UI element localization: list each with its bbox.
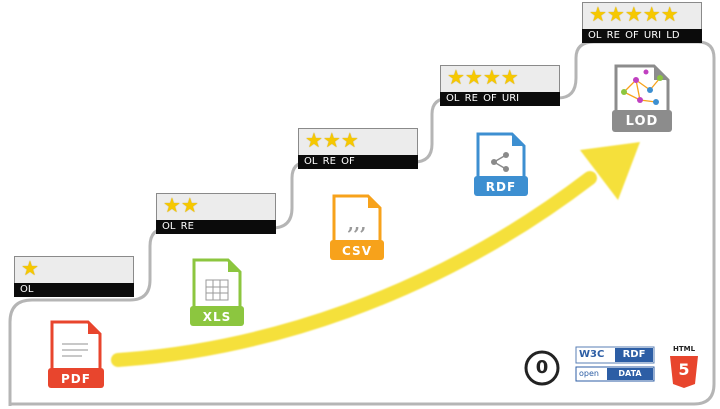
open-license-zero: 0 [535, 357, 549, 378]
html-text: HTML [672, 345, 696, 353]
pdf-file-icon [48, 320, 104, 388]
lod-file-icon [612, 64, 672, 132]
star-level-3-card: ★★★ OL RE OF [298, 128, 418, 169]
csv-file-icon: ,,, [330, 194, 384, 260]
level-label: OL RE OF URI [440, 92, 560, 106]
html5-number: 5 [678, 360, 690, 379]
star-level-1-card: ★ OL [14, 256, 134, 297]
svg-text:,,,: ,,, [348, 214, 367, 235]
w3c-text: W3C [579, 349, 605, 360]
open-license-logo [524, 350, 560, 386]
data-text: DATA [618, 369, 642, 378]
w3c-rdf-logo [575, 346, 655, 382]
xls-label: XLS [202, 310, 232, 324]
star-level-2-card: ★★ OL RE [156, 193, 276, 234]
star-level-5-card: ★★★★★ OL RE OF URI LD [582, 2, 702, 43]
level-label: OL RE [156, 220, 276, 234]
growth-arrow [111, 171, 597, 367]
csv-label: CSV [342, 244, 372, 258]
html5-logo [670, 356, 698, 388]
rdf-file-icon [474, 132, 528, 196]
lod-label: LOD [625, 114, 659, 129]
star-level-4-card: ★★★★ OL RE OF URI [440, 65, 560, 106]
star-rating: ★★ [163, 193, 199, 217]
level-label: OL RE OF [298, 155, 418, 169]
growth-arrow-head [580, 142, 640, 200]
level-label: OL [14, 283, 134, 297]
star-rating: ★ [21, 256, 39, 280]
star-rating: ★★★ [305, 128, 359, 152]
rdf-label: RDF [485, 180, 517, 194]
level-label: OL RE OF URI LD [582, 29, 702, 43]
rdf-logo-text: RDF [622, 349, 646, 360]
star-rating: ★★★★ [447, 65, 519, 89]
open-text: open [579, 369, 599, 378]
xls-file-icon [190, 258, 244, 326]
star-rating: ★★★★★ [589, 2, 679, 26]
pdf-label: PDF [61, 372, 91, 386]
